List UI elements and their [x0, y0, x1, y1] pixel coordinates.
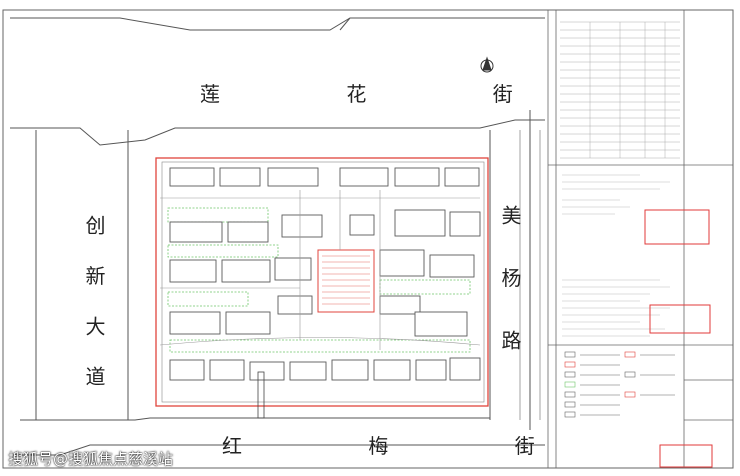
legend	[564, 351, 675, 418]
north-arrow-icon	[480, 56, 494, 73]
title-block	[547, 9, 734, 469]
site-inner-boundary	[161, 161, 485, 403]
street-east-label: 美 杨 路	[498, 205, 522, 368]
approval-stamps	[644, 209, 713, 468]
street-north-label: 莲 花 街	[200, 82, 573, 106]
street-west-label: 创 新 大 道	[82, 215, 106, 399]
east-road-markings	[519, 130, 541, 420]
watermark-text: 搜狐号@搜狐焦点慈溪站	[8, 450, 174, 468]
south-gate	[257, 371, 265, 419]
green-areas	[167, 207, 471, 353]
street-south-label: 红 梅 街	[222, 434, 595, 458]
notes-text-lines	[562, 174, 670, 337]
road-contours	[10, 17, 545, 456]
internal-roads	[159, 190, 481, 350]
indicator-table	[560, 21, 680, 159]
central-plaza	[317, 249, 375, 313]
site-boundary	[155, 157, 489, 407]
buildings	[169, 167, 481, 381]
